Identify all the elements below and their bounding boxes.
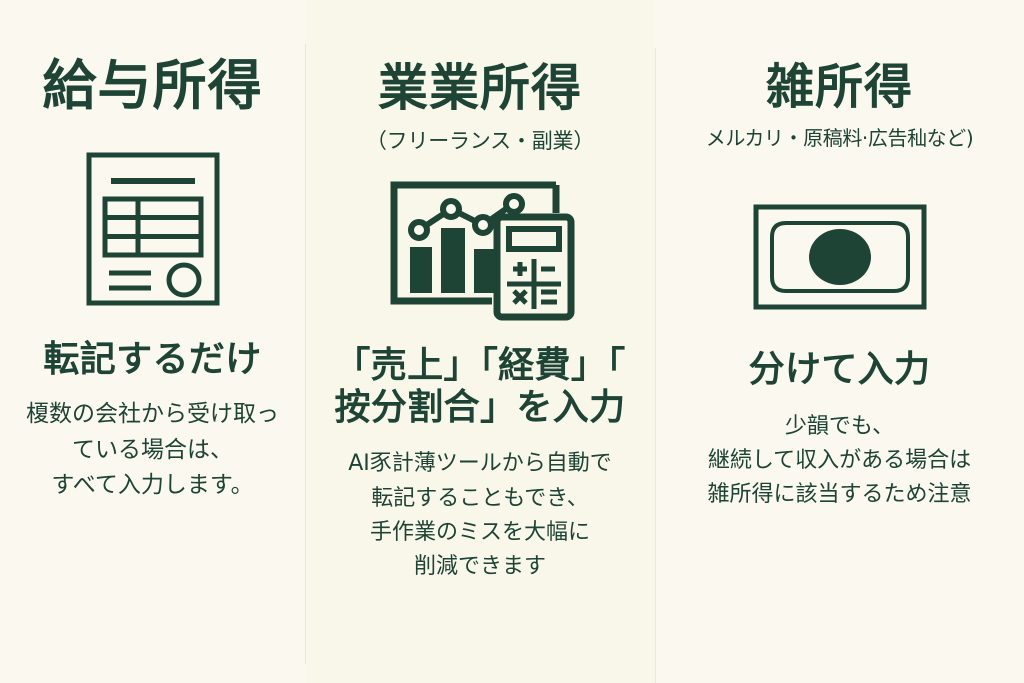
column-subtitle-business: （フリーランス・副業） xyxy=(365,128,595,153)
body-line: 少韻でも、 xyxy=(784,413,895,439)
document-table-seal-icon xyxy=(83,149,223,309)
column-heading-misc: 分けて入力 xyxy=(748,349,931,391)
body-line: 榎数の会社から受け取っ xyxy=(26,401,279,428)
column-heading-salary: 転記するだけ xyxy=(43,338,262,380)
column-body-salary: 榎数の会社から受け取っ ている場合は、 すべて入力します。 xyxy=(26,397,279,504)
column-salary-income: 給与所得 転記するだけ 榎数の会社から受け取っ ている場合は、 すべて入力します… xyxy=(0,0,305,683)
body-line: 削減できます xyxy=(413,553,546,579)
heading-line: 「売上」「経費」「 xyxy=(334,344,626,386)
column-title-salary: 給与所得 xyxy=(42,54,263,117)
body-line: ている場合は、 xyxy=(72,436,233,463)
body-line: 転記することもでき、 xyxy=(371,485,589,511)
column-subtitle-misc: メルカリ・原稿料·広告秈など) xyxy=(705,126,974,151)
column-misc-income: 雑所得 メルカリ・原稿料·広告秈など) 分けて入力 少韻でも、 継続して収入があ… xyxy=(655,0,1024,683)
body-line: AI豕計薄ツールから自動で xyxy=(348,451,612,477)
column-body-misc: 少韻でも、 継続して収入がある場合は 雑所得に該当するため注意 xyxy=(707,410,971,512)
column-heading-business: 「売上」「経費」「 按分割合」を入力 xyxy=(334,345,625,430)
body-line: 継続して収入がある場合は xyxy=(707,447,972,473)
column-business-income: 業業所得 （フリーランス・副業） xyxy=(305,0,655,683)
heading-line: 按分割合」を入力 xyxy=(334,386,626,428)
column-divider-1 xyxy=(305,44,306,664)
body-line: 手作業のミスを大幅に xyxy=(369,519,590,545)
column-divider-2 xyxy=(655,48,656,683)
column-title-business: 業業所得 xyxy=(378,59,582,117)
body-line: 雑所得に該当するため注意 xyxy=(707,482,972,508)
banknote-icon xyxy=(752,197,928,317)
body-line: すべて入力します。 xyxy=(51,472,254,499)
chart-calculator-icon xyxy=(380,173,580,323)
column-title-misc: 雑所得 xyxy=(766,59,913,115)
column-body-business: AI豕計薄ツールから自動で 転記することもでき、 手作業のミスを大幅に 削減でき… xyxy=(348,447,612,583)
